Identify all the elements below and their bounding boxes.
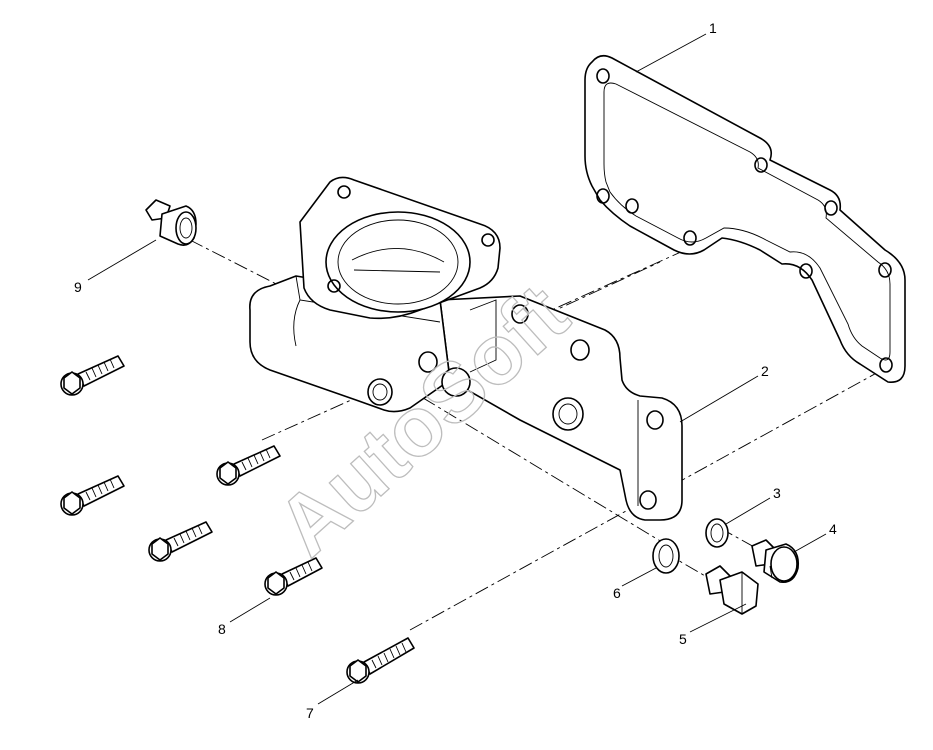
callout-4: 4 [829, 521, 837, 537]
bolt-8 [264, 557, 323, 596]
plug-large [705, 565, 759, 615]
gasket [584, 54, 906, 383]
housing [249, 176, 683, 521]
sensor [145, 199, 197, 246]
callout-3: 3 [773, 485, 781, 501]
bolt-center-left [148, 521, 213, 562]
long-bolt-7 [346, 637, 415, 684]
leader-lines [87, 33, 827, 705]
bolt-mid-left [60, 475, 125, 516]
callout-6: 6 [613, 585, 621, 601]
callout-9: 9 [74, 279, 82, 295]
plug-small [751, 539, 800, 584]
callout-7: 7 [306, 705, 314, 721]
small-washer [705, 518, 729, 548]
callout-5: 5 [679, 631, 687, 647]
callout-2: 2 [761, 363, 769, 379]
callout-8: 8 [218, 621, 226, 637]
bolt-group [60, 355, 415, 684]
bolt-upper-left [60, 355, 125, 396]
bolt-center [216, 445, 281, 486]
callout-1: 1 [709, 20, 717, 36]
callout-labels: 1 2 3 4 5 6 7 8 9 [74, 20, 837, 721]
washer [652, 538, 680, 574]
